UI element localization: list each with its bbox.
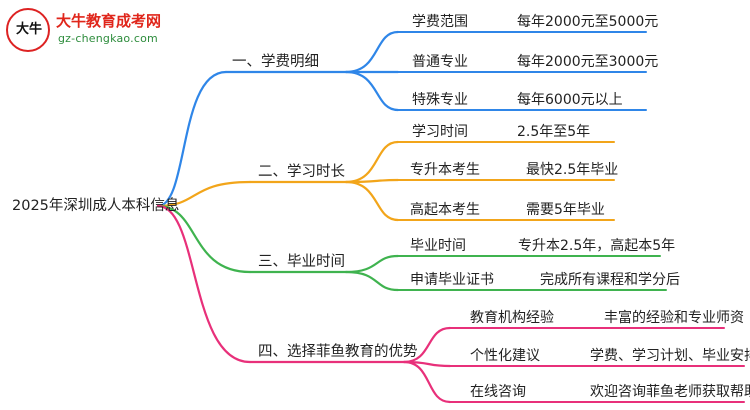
branch-1-item-2-key: 普通专业	[412, 54, 468, 70]
branch-3-item-2-value: 完成所有课程和学分后	[540, 272, 680, 288]
branch-1-label: 一、学费明细	[232, 54, 319, 70]
branch-3-label: 三、毕业时间	[258, 254, 345, 270]
root-to-branch-3	[156, 204, 252, 274]
branch-2-item-2-key: 专升本考生	[410, 162, 480, 178]
branch-4-item-1-value: 丰富的经验和专业师资	[604, 310, 744, 326]
branch-1-item-1-value: 每年2000元至5000元	[517, 14, 659, 30]
root-node: 2025年深圳成人本科信息	[12, 198, 180, 214]
branch-1-item-3-key: 特殊专业	[412, 92, 468, 108]
branch-1-item-2-value: 每年2000元至3000元	[517, 54, 659, 70]
branch-1-connector-1	[344, 30, 400, 74]
branch-1-item-3-value: 每年6000元以上	[517, 92, 623, 108]
root-to-branch-1	[156, 70, 228, 208]
branch-2-item-1-key: 学习时间	[412, 124, 468, 140]
logo-badge-text: 大牛	[16, 22, 43, 37]
branch-2-connector-3	[344, 180, 400, 222]
branch-2-item-3-value: 需要5年毕业	[526, 202, 605, 218]
branch-4-item-3-value: 欢迎咨询菲鱼老师获取帮助	[590, 384, 750, 400]
branch-2-connector-1	[344, 140, 400, 184]
branch-2-item-1-value: 2.5年至5年	[517, 124, 591, 140]
logo-badge-icon: 大牛	[6, 8, 50, 52]
branch-4-label: 四、选择菲鱼教育的优势	[258, 344, 418, 360]
branch-2-label: 二、学习时长	[258, 164, 345, 180]
branch-2-item-2-value: 最快2.5年毕业	[526, 162, 619, 178]
branch-3-connector-1	[344, 254, 400, 274]
branch-1-connector-3	[344, 70, 400, 112]
root-to-branch-4	[156, 204, 252, 364]
branch-4-connector-3	[402, 360, 452, 404]
site-logo: 大牛 大牛教育成考网 gz-chengkao.com	[6, 8, 206, 54]
root-to-branch-2	[156, 180, 252, 208]
branch-3-connector-2	[344, 270, 400, 292]
logo-url: gz-chengkao.com	[58, 32, 158, 45]
branch-3-item-2-key: 申请毕业证书	[410, 272, 494, 288]
branch-4-item-2-key: 个性化建议	[470, 348, 540, 364]
branch-1-item-1-key: 学费范围	[412, 14, 468, 30]
branch-4-item-2-value: 学费、学习计划、毕业安排	[590, 348, 750, 364]
branch-4-item-3-key: 在线咨询	[470, 384, 526, 400]
logo-title: 大牛教育成考网	[56, 12, 162, 30]
branch-4-item-1-key: 教育机构经验	[470, 310, 554, 326]
branch-2-item-3-key: 高起本考生	[410, 202, 480, 218]
branch-4-connector-1	[402, 326, 452, 364]
branch-3-item-1-value: 专升本2.5年，高起本5年	[518, 238, 676, 254]
branch-3-item-1-key: 毕业时间	[410, 238, 466, 254]
